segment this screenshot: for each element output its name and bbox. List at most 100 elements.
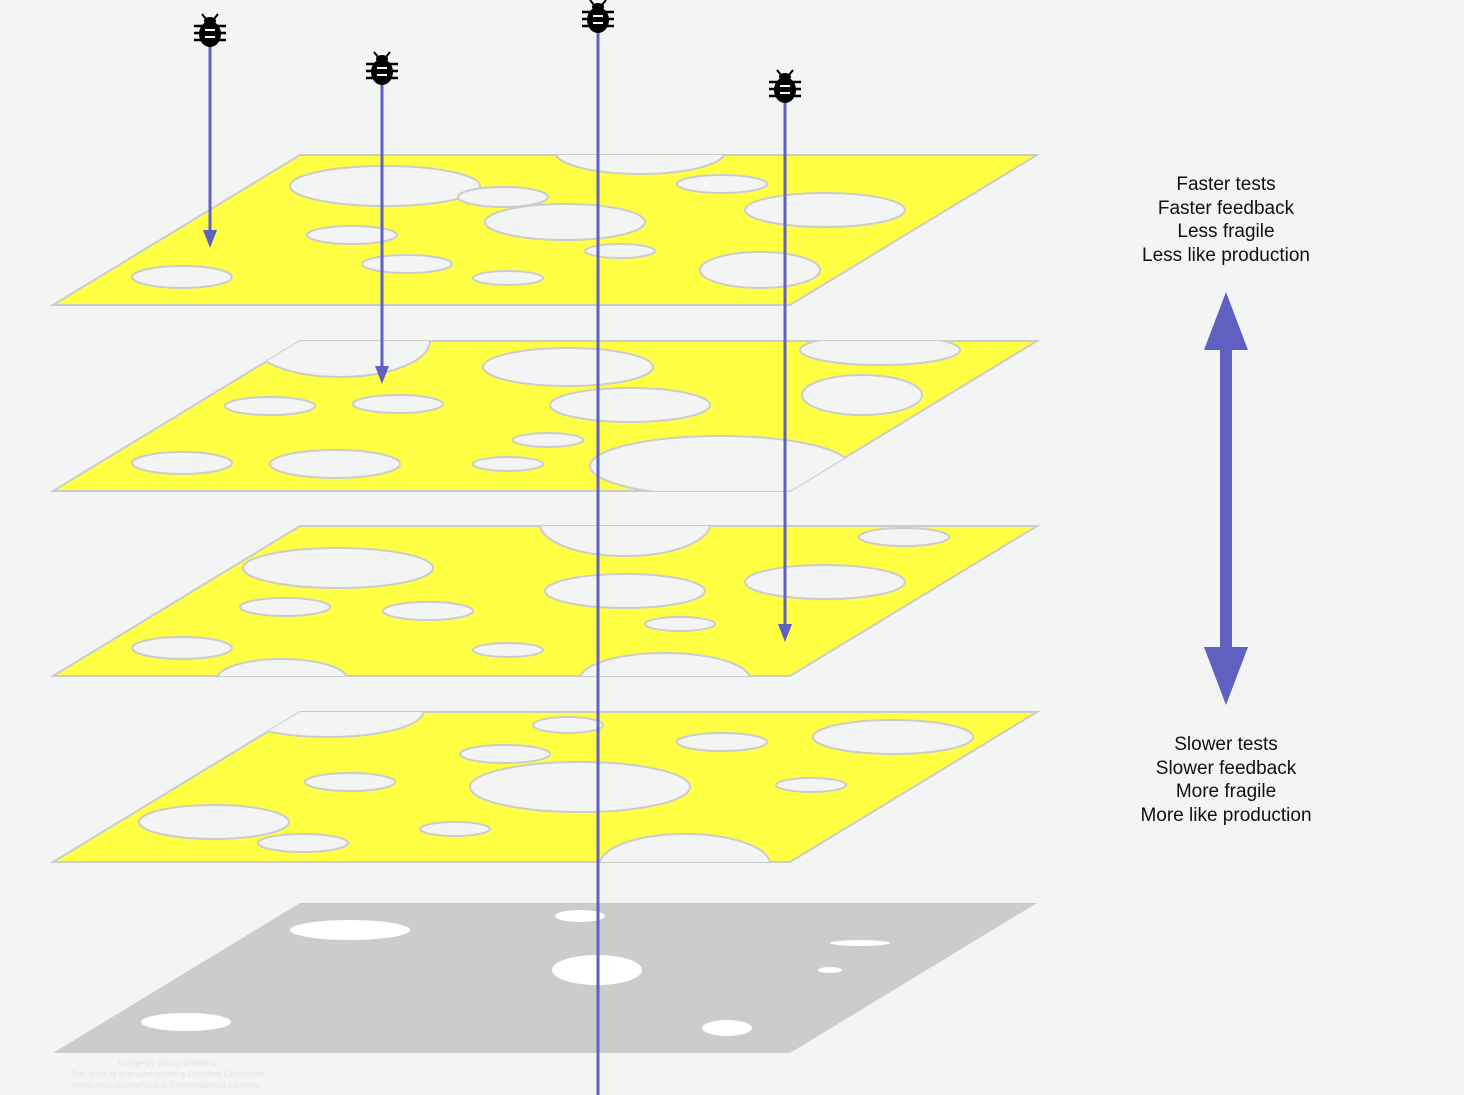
hole bbox=[131, 636, 233, 660]
bug-antenna bbox=[601, 0, 607, 6]
base-layer bbox=[53, 903, 1037, 1053]
hole bbox=[472, 642, 544, 658]
top-label: Faster feedback bbox=[1157, 197, 1295, 219]
bug-antenna bbox=[385, 51, 391, 58]
hole bbox=[775, 777, 847, 793]
hole bbox=[141, 1013, 231, 1031]
holes bbox=[131, 341, 961, 491]
hole bbox=[484, 203, 646, 241]
credit-text: Image by Korny Sietsma This work is lice… bbox=[52, 1058, 282, 1091]
bug-trajectory bbox=[194, 13, 226, 248]
bug-icon bbox=[194, 13, 226, 47]
hole bbox=[289, 165, 481, 207]
hole bbox=[352, 394, 444, 414]
hole bbox=[744, 564, 906, 600]
hole bbox=[419, 821, 491, 837]
hole bbox=[290, 920, 410, 940]
bottom-label: Slower feedback bbox=[1155, 757, 1297, 779]
bug-path-arrowhead bbox=[778, 624, 792, 642]
hole bbox=[555, 910, 605, 922]
bug-stripe bbox=[780, 92, 790, 94]
hole bbox=[744, 192, 906, 228]
hole bbox=[599, 833, 771, 862]
hole bbox=[584, 243, 656, 259]
credit-line: Attribution-ShareAlike 4.0 International… bbox=[71, 1080, 263, 1090]
holes bbox=[141, 910, 890, 1036]
cheese-slice bbox=[49, 525, 1041, 677]
hole bbox=[539, 526, 711, 557]
hole bbox=[131, 451, 233, 475]
hole bbox=[249, 341, 431, 378]
hole bbox=[131, 265, 233, 289]
hole bbox=[799, 341, 961, 366]
hole bbox=[801, 374, 923, 416]
cheese-slice bbox=[49, 154, 1041, 306]
bug-antenna bbox=[589, 0, 595, 6]
bug-stripe bbox=[593, 22, 603, 24]
bug-head bbox=[204, 17, 216, 25]
top-label: Faster tests bbox=[1176, 174, 1276, 195]
hole bbox=[830, 940, 890, 946]
hole bbox=[532, 716, 604, 734]
hole bbox=[644, 616, 716, 632]
hole bbox=[232, 712, 424, 738]
bug-trajectory bbox=[582, 0, 614, 1095]
hole bbox=[242, 547, 434, 589]
bug-path-arrowhead bbox=[375, 366, 389, 384]
bottom-labels: Slower tests Slower feedback More fragil… bbox=[1116, 733, 1336, 827]
bug-head bbox=[376, 55, 388, 63]
hole bbox=[702, 1020, 752, 1036]
hole bbox=[544, 573, 706, 609]
hole bbox=[818, 967, 842, 973]
holes bbox=[138, 712, 974, 862]
credit-line: This work is licensed under a Creative C… bbox=[69, 1069, 265, 1079]
hole bbox=[304, 772, 396, 792]
hole bbox=[699, 251, 821, 289]
hole bbox=[469, 761, 691, 813]
hole bbox=[472, 456, 544, 472]
bug-trajectory bbox=[769, 69, 801, 642]
hole bbox=[257, 833, 349, 853]
hole bbox=[361, 254, 453, 274]
hole bbox=[459, 744, 551, 764]
hole bbox=[676, 732, 768, 752]
hole bbox=[382, 601, 474, 621]
bug-stripe bbox=[780, 85, 790, 87]
hole bbox=[224, 396, 316, 416]
hole bbox=[554, 155, 726, 175]
bug-stripe bbox=[377, 74, 387, 76]
bug-trajectory bbox=[366, 51, 398, 384]
hole bbox=[472, 270, 544, 286]
bug-stripe bbox=[593, 15, 603, 17]
bug-stripe bbox=[205, 29, 215, 31]
hole bbox=[216, 658, 348, 676]
bug-icon bbox=[769, 69, 801, 103]
bug-antenna bbox=[373, 51, 379, 58]
hole bbox=[579, 652, 751, 676]
hole bbox=[589, 435, 851, 491]
top-label: Less like production bbox=[1142, 244, 1310, 266]
credit-line: Image by Korny Sietsma bbox=[117, 1058, 217, 1068]
double-arrow-up-head bbox=[1204, 292, 1248, 350]
bottom-label: More like production bbox=[1140, 804, 1312, 826]
hole bbox=[306, 225, 398, 245]
bug-stripe bbox=[377, 67, 387, 69]
hole bbox=[512, 432, 584, 448]
double-arrow-down-head bbox=[1204, 647, 1248, 705]
cheese-slice bbox=[49, 340, 1041, 492]
bug-path-arrowhead bbox=[203, 230, 217, 248]
bottom-label: Slower tests bbox=[1174, 734, 1278, 755]
bottom-label: More fragile bbox=[1175, 781, 1277, 802]
bug-antenna bbox=[213, 13, 219, 20]
bug-icon bbox=[582, 0, 614, 33]
hole bbox=[549, 387, 711, 423]
bug-head bbox=[592, 3, 604, 11]
hole bbox=[482, 347, 654, 387]
bug-antenna bbox=[201, 13, 207, 20]
slice-surface bbox=[53, 903, 1037, 1053]
hole bbox=[812, 719, 974, 755]
top-label: Less fragile bbox=[1177, 221, 1275, 242]
hole bbox=[676, 174, 768, 194]
hole bbox=[858, 527, 950, 547]
